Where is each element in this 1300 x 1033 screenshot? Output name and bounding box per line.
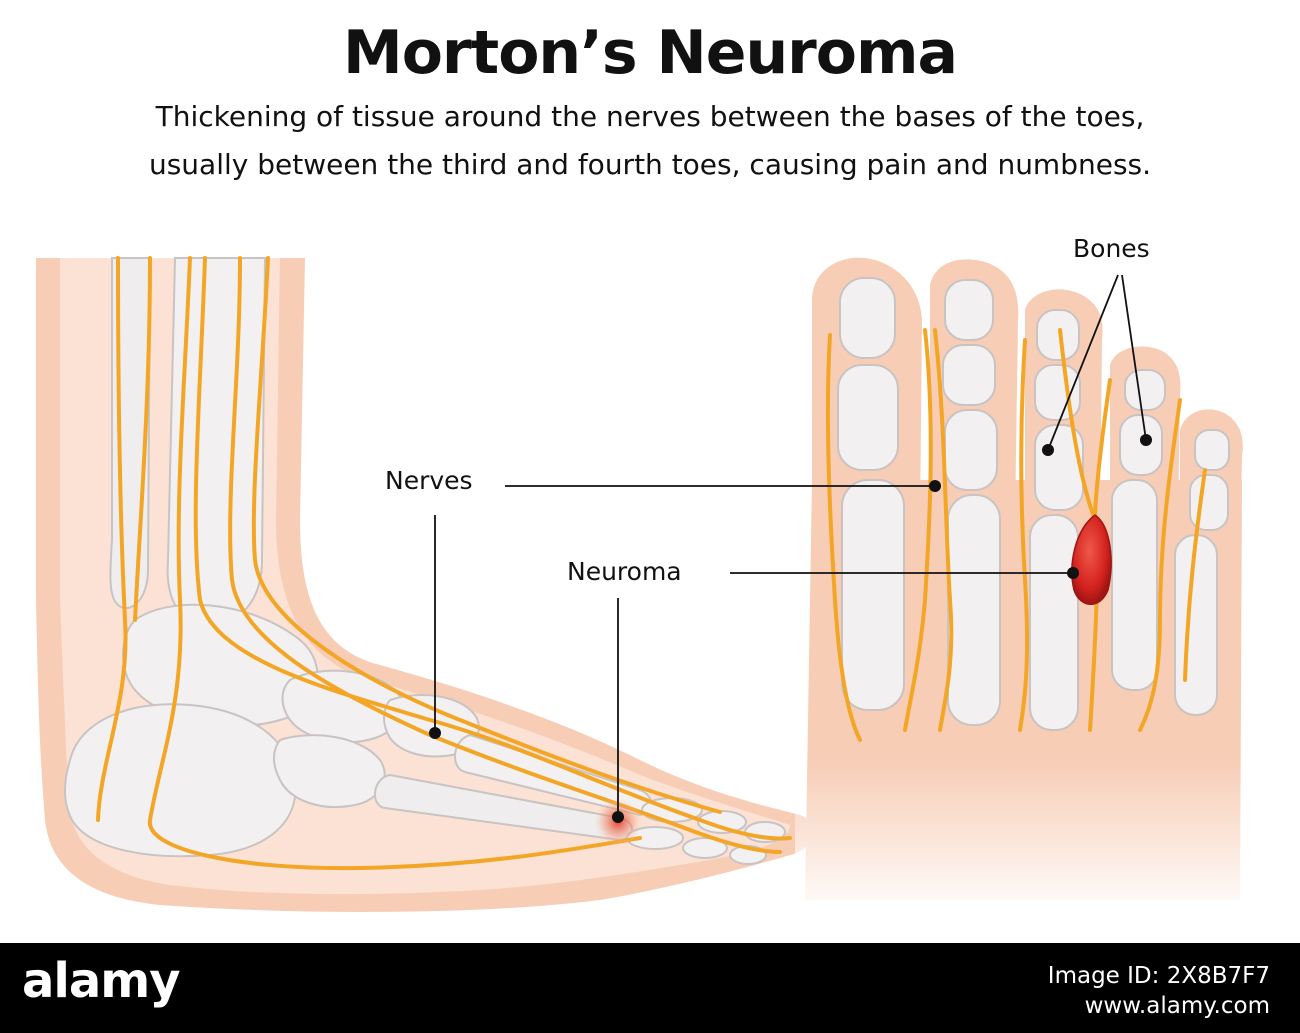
image-id-text: Image ID: 2X8B7F7 xyxy=(1047,963,1270,989)
top-foot-nerves xyxy=(825,328,1207,742)
bones-label: Bones xyxy=(1073,234,1150,263)
illustration-canvas xyxy=(36,256,1255,920)
nerves-dot-top xyxy=(929,480,941,492)
calcaneus-bone xyxy=(64,703,297,858)
side-foot-nerves xyxy=(96,256,792,871)
top-view-foot xyxy=(795,257,1255,920)
top-foot-fade xyxy=(795,760,1255,920)
image-url-text: www.alamy.com xyxy=(1084,993,1270,1019)
diagram-subtitle-line-1: Thickening of tissue around the nerves b… xyxy=(155,100,1145,133)
side-view-foot xyxy=(36,256,813,912)
neuroma-lesion xyxy=(1071,514,1112,605)
bones-leader-left xyxy=(1047,274,1119,451)
leader-dots xyxy=(429,434,1152,823)
bones-leader-right xyxy=(1121,274,1147,441)
cuboid-bone xyxy=(273,734,386,809)
navicular-bone xyxy=(281,669,404,744)
bones-dot-left xyxy=(1042,444,1054,456)
bones-dot-right xyxy=(1140,434,1152,446)
neuroma-dot-side xyxy=(612,811,624,823)
alamy-logo: alamy xyxy=(22,953,181,1009)
neuroma-dot-top xyxy=(1067,567,1079,579)
neuroma-label: Neuroma xyxy=(567,557,682,586)
diagram-title: Morton’s Neuroma xyxy=(343,18,958,88)
diagram-subtitle-line-2: usually between the third and fourth toe… xyxy=(148,148,1152,181)
image-id-block: Image ID: 2X8B7F7 www.alamy.com xyxy=(1048,961,1270,1021)
nerves-dot-side xyxy=(429,727,441,739)
leader-lines xyxy=(434,274,1147,817)
footer-bar: alamy Image ID: 2X8B7F7 www.alamy.com xyxy=(0,943,1300,1033)
top-foot-bones xyxy=(837,277,1230,731)
cuneiform-bone xyxy=(383,694,480,758)
nerves-label: Nerves xyxy=(385,466,473,495)
talus-bone xyxy=(122,603,319,727)
